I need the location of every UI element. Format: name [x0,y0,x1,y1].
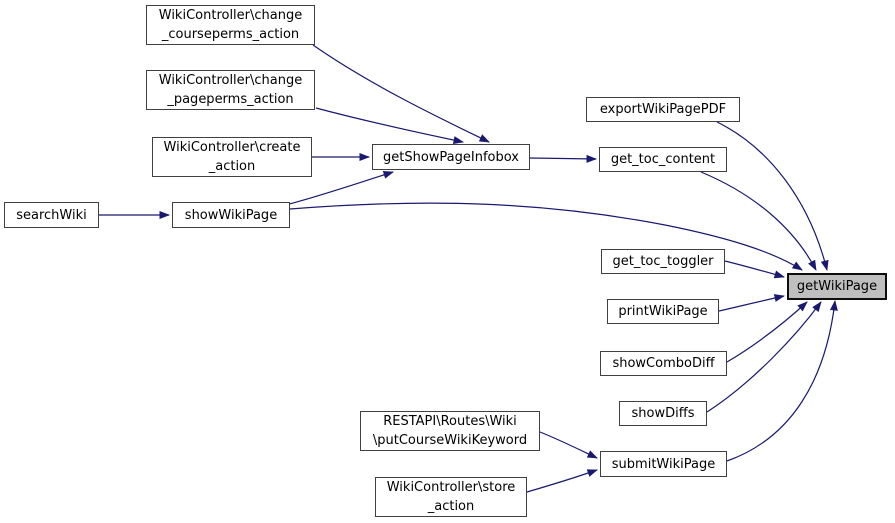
graph-node-label: WikiController\store [386,480,516,495]
graph-node-getwikipage: getWikiPage [787,273,887,300]
graph-node-label: \putCourseWikiKeyword [372,433,528,448]
edge-showwikipage-to-getshowpageinfobox [288,171,394,205]
graph-node-label: getShowPageInfobox [383,149,519,165]
graph-node-label: getWikiPage [796,279,878,294]
edge-putcoursewikikeyword-to-submitwikipage [539,431,598,459]
graph-node-label: _action [208,159,256,174]
graph-node-get-toc-content[interactable]: get_toc_content [599,147,727,172]
graph-node-exportwikipagepdf[interactable]: exportWikiPagePDF [586,97,740,122]
edge-printwikipage-to-getwikipage [718,294,785,312]
graph-node-label: RESTAPI\Routes\Wiki [383,414,517,429]
graph-node-label: _action [427,499,475,514]
graph-node-showcombodiff[interactable]: showComboDiff [600,351,727,376]
edge-get-toc-content-to-getwikipage [700,171,817,271]
graph-node-showwikipage[interactable]: showWikiPage [172,202,290,228]
edge-showwikipage-to-getwikipage [289,202,803,271]
graph-node-label: exportWikiPagePDF [599,102,727,117]
graph-node-get-toc-toggler[interactable]: get_toc_toggler [601,249,725,274]
graph-node-label: WikiController\change [158,8,303,23]
edge-submitwikipage-to-getwikipage [726,300,838,462]
graph-node-searchwiki[interactable]: searchWiki [4,202,99,228]
graph-node-submitwikipage[interactable]: submitWikiPage [600,451,727,477]
graph-node-label: WikiController\change [158,73,303,88]
graph-node-change-pageperms-action[interactable]: WikiController\change _pageperms_action [146,70,315,110]
graph-node-create-action[interactable]: WikiController\create _action [152,137,312,177]
edge-showcombodiff-to-getwikipage [726,301,808,363]
graph-node-label: showDiffs [631,406,695,421]
graph-node-label: showWikiPage [184,207,278,223]
graph-node-label: submitWikiPage [611,456,716,472]
graph-node-label: get_toc_content [610,152,716,167]
edge-get-toc-toggler-to-getwikipage [724,260,785,279]
graph-node-store-action[interactable]: WikiController\store _action [375,477,527,517]
graph-node-change-courseperms-action[interactable]: WikiController\change _courseperms_action [146,5,315,45]
graph-node-label: WikiController\create [163,140,301,155]
graph-node-label: get_toc_toggler [612,254,714,269]
graph-node-getshowpageinfobox[interactable]: getShowPageInfobox [372,144,530,170]
graph-node-label: showComboDiff [612,356,715,371]
graph-node-label: _pageperms_action [167,92,294,107]
graph-node-printwikipage[interactable]: printWikiPage [607,299,719,324]
edge-change-pageperms-action-to-getshowpageinfobox [315,107,464,144]
graph-node-putcoursewikikeyword[interactable]: RESTAPI\Routes\Wiki \putCourseWikiKeyword [360,411,540,451]
edge-getshowpageinfobox-to-get-toc-content [529,154,597,163]
edge-change-courseperms-action-to-getshowpageinfobox [312,44,490,143]
graph-node-label: searchWiki [16,207,87,223]
edge-showdiffs-to-getwikipage [706,301,822,413]
graph-node-label: printWikiPage [618,304,708,319]
edge-store-action-to-submitwikipage [526,469,598,493]
graph-node-label: _courseperms_action [161,27,300,42]
graph-node-showdiffs[interactable]: showDiffs [619,401,707,426]
edge-exportwikipagepdf-to-getwikipage [716,121,829,271]
